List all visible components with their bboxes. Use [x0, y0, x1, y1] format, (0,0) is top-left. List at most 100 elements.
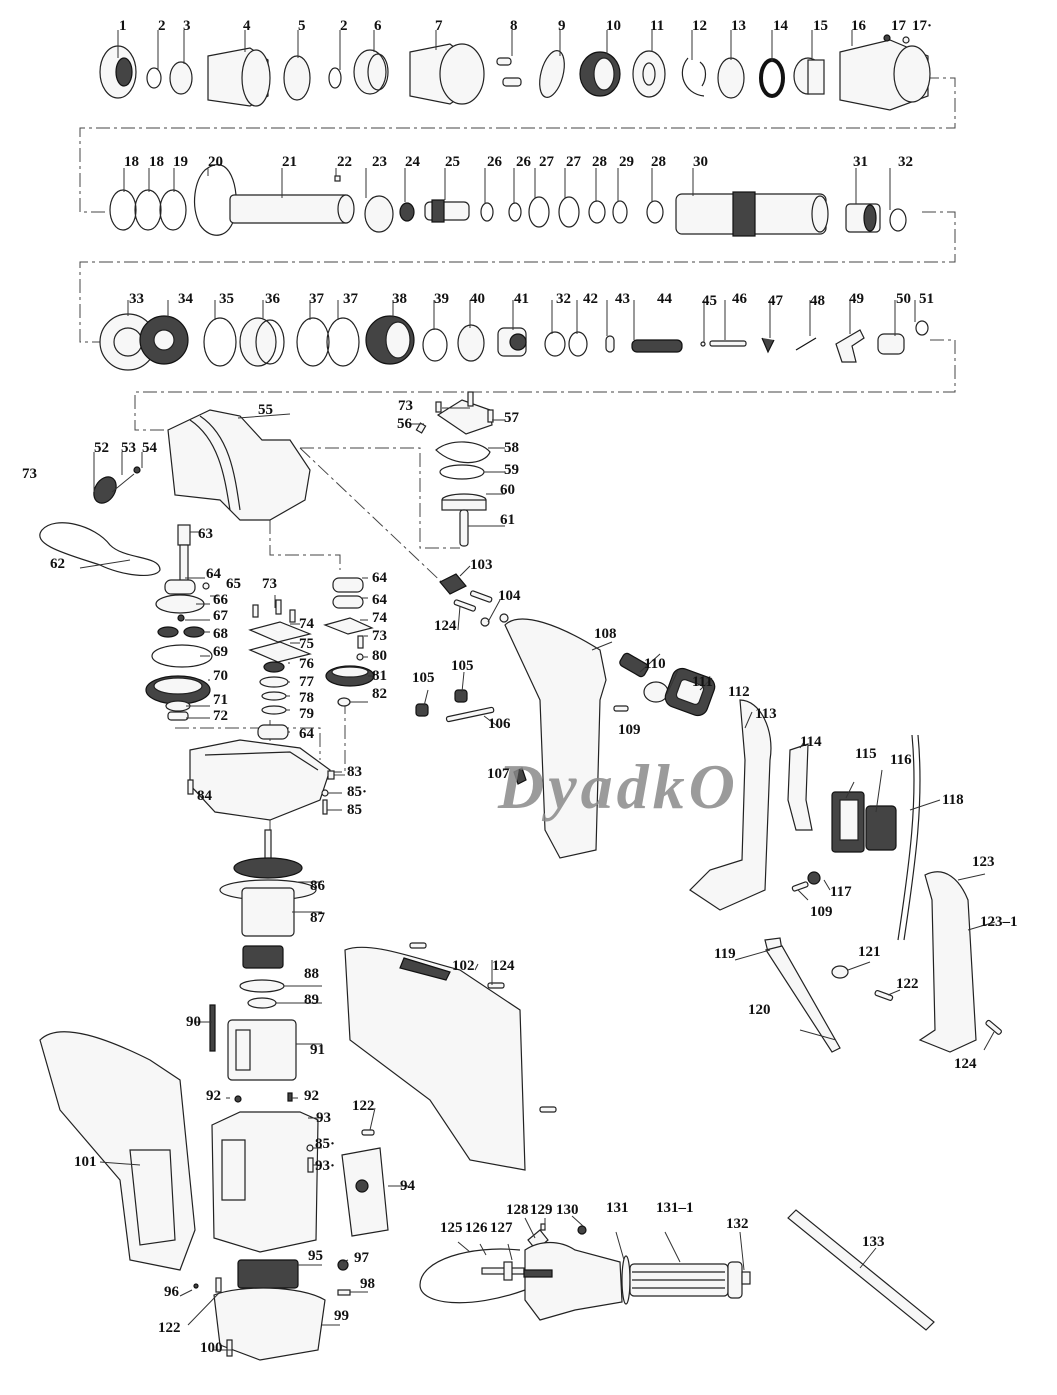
part-47-spring-clip — [761, 337, 775, 354]
gear-housing-section — [39, 409, 375, 821]
part-40-washer — [457, 324, 485, 362]
label-89: 89 — [304, 992, 319, 1008]
part-28b-ring — [646, 200, 664, 224]
part-23-ring — [364, 195, 394, 233]
part-107-clip — [513, 767, 527, 785]
label-24: 24 — [405, 154, 421, 170]
part-131-guard — [621, 1255, 631, 1305]
label-86: 86 — [310, 878, 326, 894]
part-54-screw — [133, 466, 141, 474]
part-31-piston — [845, 203, 881, 233]
part-35-ring — [203, 317, 237, 367]
part-127-bushing — [503, 1261, 513, 1281]
label-124-motor: 124 — [492, 958, 515, 974]
label-130: 130 — [556, 1202, 579, 1218]
label-8: 8 — [510, 18, 518, 34]
label-111: 111 — [692, 674, 713, 690]
part-30-piston-cylinder — [675, 191, 829, 237]
label-120: 120 — [748, 1002, 771, 1018]
label-39: 39 — [434, 291, 449, 307]
label-110: 110 — [644, 656, 666, 672]
label-52: 52 — [94, 440, 109, 456]
part-62-gasket — [39, 522, 161, 576]
label-59: 59 — [504, 462, 519, 478]
label-73b: 73 — [372, 628, 387, 644]
part-34-clutch — [139, 315, 189, 365]
part-13-washer — [717, 57, 745, 99]
part-83-pin — [327, 770, 335, 780]
part-49-switch-lever — [835, 329, 865, 363]
part-29-ring — [612, 200, 628, 224]
row1-parts — [99, 34, 931, 111]
part-76-seal — [263, 661, 285, 673]
label-90: 90 — [186, 1014, 201, 1030]
part-104-washers — [480, 613, 509, 627]
label-85: 85 — [347, 802, 362, 818]
label-117: 117 — [830, 884, 852, 900]
part-126-bolt — [481, 1267, 525, 1275]
label-57: 57 — [504, 410, 520, 426]
part-61-rod — [459, 509, 469, 547]
part-48-spring — [795, 337, 817, 351]
part-housing-screw — [539, 1106, 557, 1113]
label-80: 80 — [372, 648, 387, 664]
part-53-spring — [111, 473, 135, 493]
label-99: 99 — [334, 1308, 349, 1324]
part-75-plate — [248, 641, 312, 663]
label-43: 43 — [615, 291, 630, 307]
label-12: 12 — [692, 18, 707, 34]
label-18: 18 — [124, 154, 139, 170]
label-17: 17 — [891, 18, 907, 34]
part-37b-o-ring — [326, 317, 360, 367]
part-22-pin — [334, 175, 341, 182]
label-72: 72 — [213, 708, 228, 724]
label-91: 91 — [310, 1042, 325, 1058]
label-93a: 93· — [315, 1158, 335, 1174]
part-109-screw — [791, 881, 809, 892]
part-labels: 1 2 3 4 5 2 6 7 8 9 10 11 12 13 14 15 16… — [22, 18, 1018, 1356]
label-64d: 64 — [372, 592, 388, 608]
label-27: 27 — [539, 154, 555, 170]
label-63: 63 — [198, 526, 213, 542]
part-95-switch-block — [237, 1259, 299, 1289]
label-2b: 2 — [340, 18, 348, 34]
part-16-cylinder-housing — [839, 39, 931, 111]
label-75: 75 — [299, 636, 314, 652]
label-23: 23 — [372, 154, 387, 170]
label-129: 129 — [530, 1202, 553, 1218]
part-6-spring-sleeve — [353, 49, 389, 95]
label-47: 47 — [768, 293, 784, 309]
label-85a: 85· — [347, 784, 367, 800]
part-74-plate — [248, 621, 312, 643]
part-27-o-ring — [528, 196, 550, 228]
part-105-knob — [415, 703, 429, 717]
part-115-switch — [831, 791, 865, 853]
label-124-cover: 124 — [434, 618, 457, 634]
part-1-drill-chuck-cap — [99, 45, 137, 99]
part-68-wobble — [157, 626, 205, 638]
label-114: 114 — [800, 734, 822, 750]
part-102-housing-right — [344, 946, 526, 1171]
label-27b: 27 — [566, 154, 582, 170]
label-37b: 37 — [343, 291, 359, 307]
part-14-o-ring — [759, 58, 785, 98]
part-15-needle-bearing — [793, 57, 825, 95]
label-25: 25 — [445, 154, 460, 170]
part-50-knob — [877, 333, 905, 355]
part-124c-screw — [985, 1019, 1002, 1035]
part-133-depth-rod — [787, 1209, 935, 1331]
part-81-gear — [325, 665, 375, 687]
label-16: 16 — [851, 18, 867, 34]
label-122-motor: 122 — [352, 1098, 375, 1114]
label-122-bottom: 122 — [158, 1320, 181, 1336]
label-20: 20 — [208, 154, 223, 170]
label-13: 13 — [731, 18, 746, 34]
part-73-screws — [252, 599, 296, 623]
label-53: 53 — [121, 440, 136, 456]
part-12-circlip — [681, 57, 707, 97]
part-2-ring — [146, 67, 162, 89]
part-97-knob — [337, 1259, 349, 1271]
part-63-shaft — [177, 524, 191, 586]
part-122c-screw — [215, 1277, 222, 1293]
label-56: 56 — [397, 416, 413, 432]
